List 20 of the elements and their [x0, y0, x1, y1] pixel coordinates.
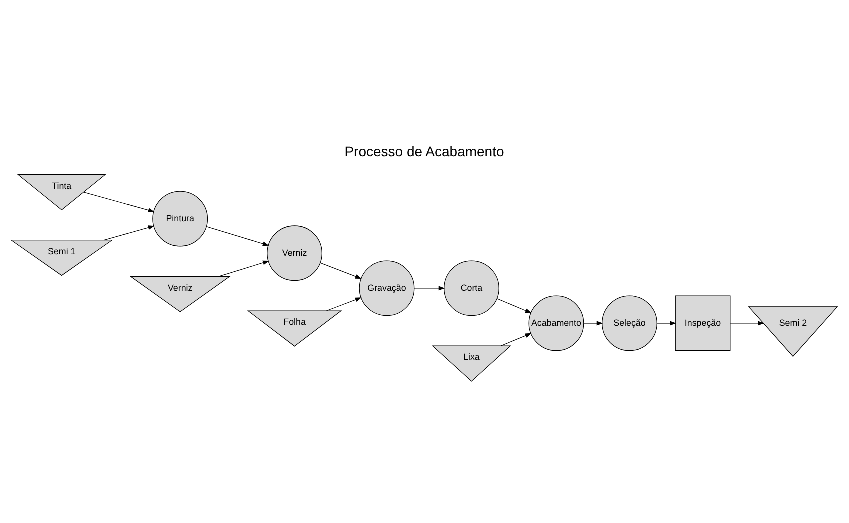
arrow	[320, 262, 362, 279]
node-circle: Verniz	[267, 225, 322, 281]
arrow	[414, 286, 446, 290]
arrow	[326, 297, 362, 311]
arrow	[496, 298, 532, 313]
arrow	[730, 320, 765, 326]
node-box: Inspeção	[675, 295, 731, 351]
arrow	[584, 320, 604, 326]
node-circle: Gravação	[359, 260, 415, 316]
node-circle: Pintura	[152, 190, 208, 246]
node-circle: Seleção	[602, 295, 658, 351]
arrow	[500, 332, 532, 346]
arrow	[218, 260, 270, 276]
node-circle: Acabamento	[528, 295, 584, 351]
node-circle: Corta	[444, 260, 500, 316]
arrow	[84, 192, 155, 212]
arrow	[656, 320, 676, 326]
diagram-title: Processo de Acabamento	[344, 142, 504, 159]
arrow	[104, 225, 155, 240]
arrow	[206, 226, 270, 246]
